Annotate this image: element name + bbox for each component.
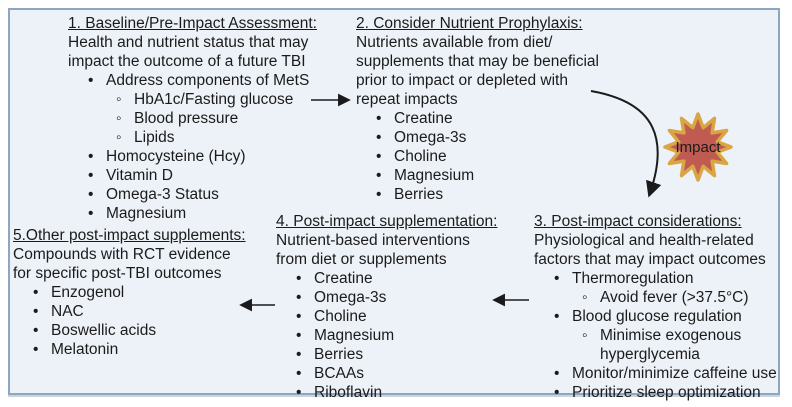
list-item: Enzogenol xyxy=(13,283,263,302)
list-item: Blood glucose regulation xyxy=(534,307,786,326)
block-4-post-impact-supplementation: 4. Post-impact supplementation: Nutrient… xyxy=(276,212,506,402)
list-item: Thermoregulation xyxy=(534,269,786,288)
list-item: Creatine xyxy=(276,269,506,288)
list-item: BCAAs xyxy=(276,364,506,383)
block-1-body: Health and nutrient status that may impa… xyxy=(68,34,309,70)
block-3-body: Physiological and health-related factors… xyxy=(534,232,766,268)
block-3-title: 3. Post-impact considerations: xyxy=(534,213,742,230)
block-4-title: 4. Post-impact supplementation: xyxy=(276,213,498,230)
block-5-other-supplements: 5.Other post-impact supplements: Compoun… xyxy=(13,226,263,359)
list-item: Riboflavin xyxy=(276,383,506,402)
block-3-list: Thermoregulation Avoid fever (>37.5°C) B… xyxy=(534,269,786,402)
list-item: Creatine xyxy=(356,109,648,128)
block-2-nutrient-prophylaxis: 2. Consider Nutrient Prophylaxis: Nutrie… xyxy=(356,14,648,204)
block-3-post-impact-considerations: 3. Post-impact considerations: Physiolog… xyxy=(534,212,786,402)
list-item: Boswellic acids xyxy=(13,321,263,340)
block-1-list: Address components of MetS HbA1c/Fasting… xyxy=(68,71,356,223)
block-4-list: Creatine Omega-3s Choline Magnesium Berr… xyxy=(276,269,506,402)
list-item: Homocysteine (Hcy) xyxy=(68,147,356,166)
block-1-title: 1. Baseline/Pre-Impact Assessment: xyxy=(68,15,317,32)
sub-list-item: Lipids xyxy=(68,128,356,147)
sub-list-item: HbA1c/Fasting glucose xyxy=(68,90,356,109)
impact-label: Impact xyxy=(675,139,721,156)
list-item: Omega-3s xyxy=(276,288,506,307)
list-item: Prioritize sleep optimization xyxy=(534,383,786,402)
impact-starburst: Impact xyxy=(663,112,733,182)
list-item: Magnesium xyxy=(356,166,648,185)
list-item: Choline xyxy=(356,147,648,166)
starburst-shape xyxy=(663,112,733,182)
list-item: Omega-3 Status xyxy=(68,185,356,204)
list-item: Address components of MetS xyxy=(68,71,356,90)
list-item: NAC xyxy=(13,302,263,321)
list-item: Monitor/minimize caffeine use xyxy=(534,364,786,383)
block-4-body: Nutrient-based interventions from diet o… xyxy=(276,232,470,268)
block-2-list: Creatine Omega-3s Choline Magnesium Berr… xyxy=(356,109,648,204)
block-5-title: 5.Other post-impact supplements: xyxy=(13,227,246,244)
block-1-baseline-assessment: 1. Baseline/Pre-Impact Assessment: Healt… xyxy=(68,14,356,223)
sub-list-item: Minimise exogenous hyperglycemia xyxy=(534,326,786,364)
list-item: Berries xyxy=(276,345,506,364)
list-item: Melatonin xyxy=(13,340,263,359)
block-2-body: Nutrients available from diet/ supplemen… xyxy=(356,34,599,108)
list-item: Choline xyxy=(276,307,506,326)
list-item: Vitamin D xyxy=(68,166,356,185)
block-2-title: 2. Consider Nutrient Prophylaxis: xyxy=(356,15,583,32)
sub-list-item: Avoid fever (>37.5°C) xyxy=(534,288,786,307)
block-5-body: Compounds with RCT evidence for specific… xyxy=(13,246,231,282)
sub-list-item: Blood pressure xyxy=(68,109,356,128)
list-item: Berries xyxy=(356,185,648,204)
list-item: Magnesium xyxy=(68,204,356,223)
list-item: Magnesium xyxy=(276,326,506,345)
list-item: Omega-3s xyxy=(356,128,648,147)
block-5-list: Enzogenol NAC Boswellic acids Melatonin xyxy=(13,283,263,359)
